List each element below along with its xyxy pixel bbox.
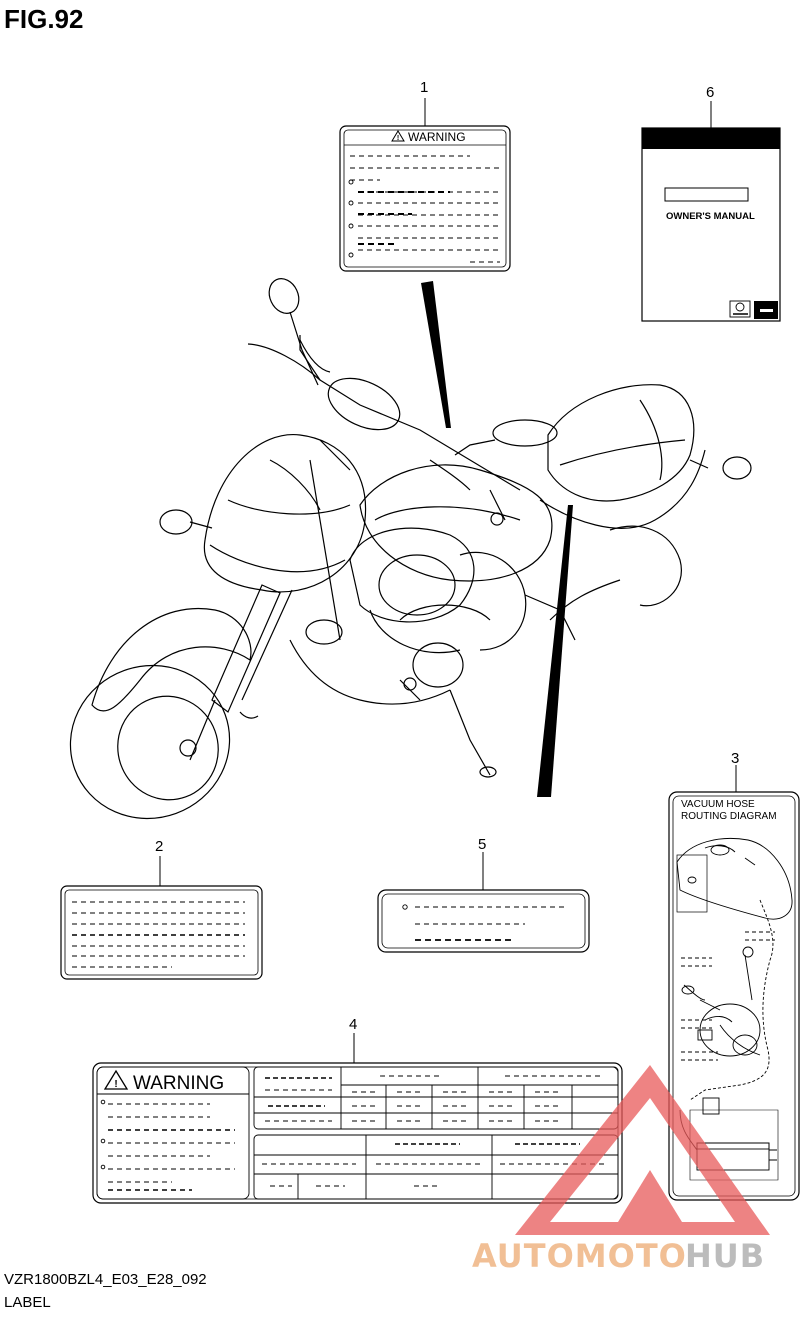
- owners-manual-title: OWNER'S MANUAL: [666, 211, 755, 222]
- label-5: [377, 889, 590, 953]
- vacuum-hose-title-line1: VACUUM HOSE: [681, 799, 755, 810]
- motorcycle-illustration: [69, 278, 752, 820]
- callout-markers: [159, 98, 737, 1063]
- watermark-logo: [515, 1065, 770, 1235]
- callout-2: 2: [155, 838, 163, 855]
- callout-1: 1: [420, 79, 428, 96]
- warning-triangle-icon-4: [103, 1069, 129, 1090]
- figure-title: FIG.92: [4, 4, 84, 34]
- warning-label-4: ! WARNING: [92, 1062, 623, 1204]
- vacuum-hose-label-3: VACUUM HOSE ROUTING DIAGRAM: [668, 791, 800, 1201]
- suzuki-logo-icon: [735, 302, 745, 312]
- pointer-wedge-1: [421, 281, 451, 428]
- callout-5: 5: [478, 836, 486, 853]
- callout-3: 3: [731, 750, 739, 767]
- warning-label-1: ! WARNING: [339, 125, 511, 272]
- callout-6: 6: [706, 84, 714, 101]
- owners-manual-6: OWNER'S MANUAL: [641, 127, 781, 322]
- watermark-triangle-icon: [515, 1065, 770, 1235]
- figure-caption: LABEL: [4, 1294, 51, 1311]
- watermark-text-hub: HUB: [685, 1237, 765, 1275]
- watermark-text-automoto: AUTOMOTO: [472, 1237, 687, 1275]
- svg-text:!: !: [114, 1079, 117, 1090]
- svg-text:!: !: [397, 135, 399, 142]
- pointer-wedge-2: [537, 505, 573, 797]
- vacuum-hose-title-line2: ROUTING DIAGRAM: [681, 811, 777, 822]
- warning-label-4-heading: WARNING: [133, 1073, 224, 1094]
- figure-code: VZR1800BZL4_E03_E28_092: [4, 1271, 207, 1288]
- warning-label-1-heading: WARNING: [408, 130, 466, 144]
- warning-triangle-icon: [391, 130, 405, 142]
- label-2: [60, 885, 263, 980]
- callout-4: 4: [349, 1016, 357, 1033]
